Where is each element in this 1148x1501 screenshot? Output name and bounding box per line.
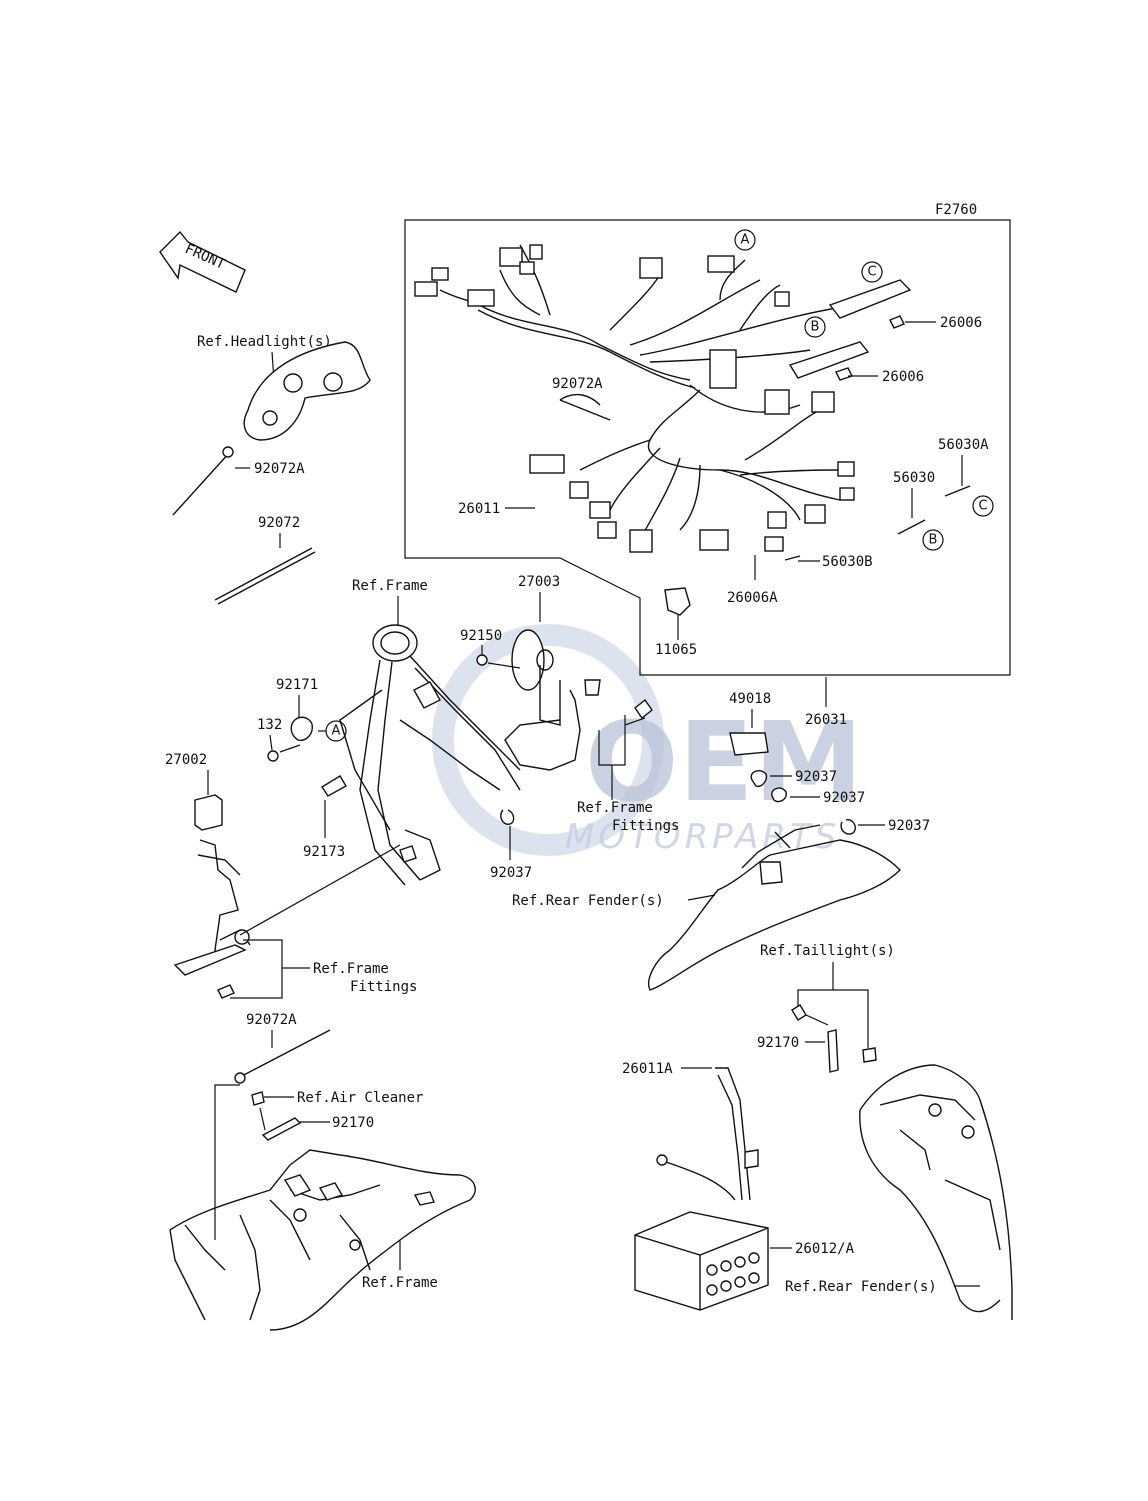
label-92037-right-1: 92037 [795,769,837,785]
rear-fender-upper [648,824,901,991]
ref-rear-fender-lower: Ref.Rear Fender(s) [785,1279,937,1295]
label-92072A-harness: 92072A [552,376,603,392]
label-56030A: 56030A [938,437,989,453]
ref-taillight: Ref.Taillight(s) [760,943,895,959]
watermark: OEM MOTORPARTS [432,624,863,857]
harness-box [404,219,1011,676]
watermark-brand: OEM [585,698,863,826]
label-92037-right-2: 92037 [823,790,865,806]
callout-c-top-label: C [867,265,876,280]
label-56030B: 56030B [822,554,873,570]
headlight-bracket [243,341,371,441]
label-27002: 27002 [165,752,207,768]
label-92170-left: 92170 [332,1115,374,1131]
ref-frame-fittings-lower-1: Ref.Frame [313,961,389,977]
cable-tie-92072 [214,547,313,601]
front-arrow-icon: FRONT [159,230,246,293]
callout-b-top: B [804,316,826,338]
label-26006-upper: 26006 [940,315,982,331]
ref-frame-lower: Ref.Frame [362,1275,438,1291]
label-26011A: 26011A [622,1061,673,1077]
label-92037-center: 92037 [490,865,532,881]
callout-c-top: C [861,261,883,283]
figure-code: F2760 [935,202,977,218]
callout-b-right-label: B [929,533,938,548]
label-56030: 56030 [893,470,935,486]
label-26011: 26011 [458,501,500,517]
wiring-harness [414,244,971,616]
callout-a-top: A [734,229,756,251]
battery-26012A [634,1211,769,1311]
label-92171: 92171 [276,677,318,693]
ref-frame-top: Ref.Frame [352,578,428,594]
label-92173: 92173 [303,844,345,860]
callout-c-right: C [972,495,994,517]
label-92037-right-3: 92037 [888,818,930,834]
callout-b-top-label: B [811,320,820,335]
rear-fender-lower [859,1064,1013,1320]
label-26031: 26031 [805,712,847,728]
callout-b-right: B [922,529,944,551]
label-26006A: 26006A [727,590,778,606]
ref-frame-fittings-upper-2: Fittings [612,818,679,834]
label-27003: 27003 [518,574,560,590]
cable-tie-92072A-headlight [172,451,231,516]
label-92170-right: 92170 [757,1035,799,1051]
bolt-92173 [321,775,347,797]
horn-27003 [504,629,601,771]
label-132: 132 [257,717,282,733]
label-26012A: 26012/A [795,1241,855,1257]
label-11065: 11065 [655,642,697,658]
relay-27002 [173,794,251,999]
clamp-92171 [290,716,313,741]
label-92072A-headlight: 92072A [254,461,305,477]
frame-drawing [339,624,521,886]
callout-a-top-label: A [741,233,750,248]
label-92072A-lower: 92072A [246,1012,297,1028]
lower-frame-drawing [169,1149,476,1331]
callout-c-right-label: C [978,499,987,514]
label-26006-lower: 26006 [882,369,924,385]
label-49018: 49018 [729,691,771,707]
ref-rear-fender-upper: Ref.Rear Fender(s) [512,893,664,909]
ref-frame-fittings-lower-2: Fittings [350,979,417,995]
connector-49018 [729,732,769,756]
ref-headlight: Ref.Headlight(s) [197,334,332,350]
battery-cable-26011A [715,1067,759,1201]
cable-tie-92072A-lower [237,1029,331,1079]
ref-frame-fittings-upper-1: Ref.Frame [577,800,653,816]
ref-air-cleaner: Ref.Air Cleaner [297,1090,423,1106]
watermark-sub: MOTORPARTS [565,817,840,857]
callout-a-frame-label: A [332,724,341,739]
label-92150: 92150 [460,628,502,644]
label-92072: 92072 [258,515,300,531]
